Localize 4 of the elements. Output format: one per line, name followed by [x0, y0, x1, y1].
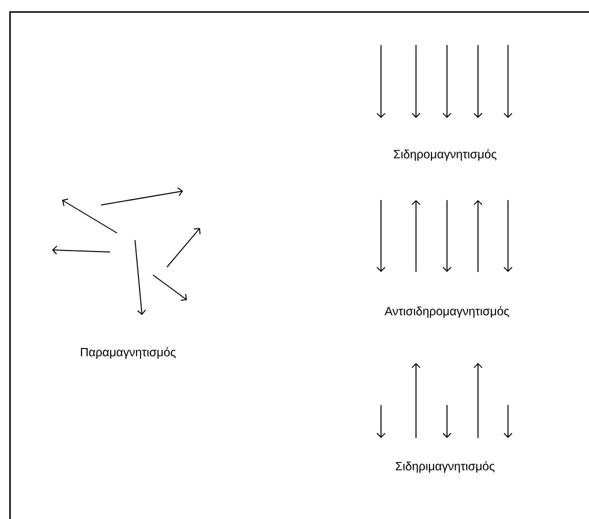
- caption: Σιδηριμαγνητισμός: [396, 461, 494, 473]
- caption: Σιδηρομαγνητισμός: [394, 149, 496, 161]
- caption: Αντισιδηρομαγνητισμός: [384, 306, 510, 318]
- caption: Παραμαγνητισμός: [80, 347, 176, 359]
